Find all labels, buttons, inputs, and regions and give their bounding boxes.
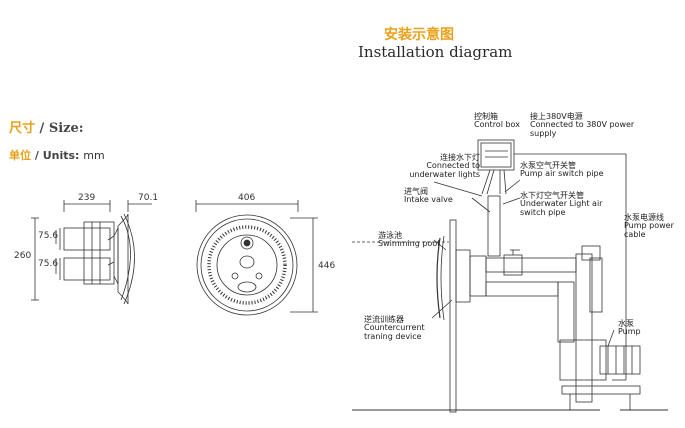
label-pump-air-switch-zh: 水泵空气开关管: [520, 161, 576, 170]
label-underwater-lights-en: Connected to underwater lights: [409, 161, 480, 179]
dim-446: 446: [318, 261, 336, 271]
label-intake-valve-en: Intake valve: [404, 195, 453, 205]
label-power-supply-zh: 接上380V电源: [530, 112, 583, 121]
label-power-supply-en: Connected to 380V power supply: [530, 120, 635, 138]
label-pump-power-cable: 水泵电源线 Pump power cable: [624, 213, 674, 239]
size-heading: 尺寸 / Size:: [9, 122, 84, 136]
label-pump-en: Pump: [618, 327, 641, 337]
units-heading: 单位 / Units: mm: [9, 150, 105, 162]
label-swimming-pool: 游泳池 Swimming pool: [378, 231, 440, 249]
front-view-drawing: [195, 200, 318, 316]
installation-drawing: [352, 139, 668, 413]
dim-260: 260: [14, 251, 32, 261]
label-pump-air-switch-en: Pump air switch pipe: [520, 169, 604, 179]
label-pump-power-cable-en: Pump power cable: [624, 221, 674, 239]
label-underwater-lights-zh: 连接水下灯: [440, 153, 480, 162]
units-label-en: / Units:: [34, 149, 80, 162]
label-intake-valve: 进气阀 Intake valve: [404, 187, 453, 205]
label-pump-zh: 水泵: [618, 319, 634, 328]
label-pump-power-cable-zh: 水泵电源线: [624, 213, 664, 222]
label-pump: 水泵 Pump: [618, 319, 641, 337]
label-light-air-switch: 水下灯空气开关管 Underwater Light air switch pip…: [520, 191, 620, 217]
label-control-box-zh: 控制箱: [474, 112, 498, 121]
dim-406: 406: [238, 193, 256, 203]
label-control-box: 控制箱 Control box: [474, 112, 520, 130]
label-power-supply: 接上380V电源 Connected to 380V power supply: [530, 112, 640, 138]
label-light-air-switch-zh: 水下灯空气开关管: [520, 191, 584, 200]
label-pump-air-switch: 水泵空气开关管 Pump air switch pipe: [520, 161, 604, 179]
dim-pipe-lower: 75.6: [38, 259, 59, 269]
dim-70: 70.1: [138, 193, 159, 203]
size-label-zh: 尺寸: [9, 121, 36, 136]
dim-pipe-upper: 75.6: [38, 231, 59, 241]
label-control-box-en: Control box: [474, 120, 520, 130]
label-swimming-pool-zh: 游泳池: [378, 231, 402, 240]
dim-239: 239: [78, 193, 96, 203]
label-swimming-pool-en: Swimming pool: [378, 239, 440, 249]
units-value: mm: [83, 149, 105, 162]
diagram-title-en: Installation diagram: [358, 43, 513, 61]
diagram-title-zh: 安装示意图: [384, 27, 454, 43]
units-label-zh: 单位: [9, 149, 31, 162]
label-intake-valve-zh: 进气阀: [404, 187, 428, 196]
label-counter-device: 逆流训练器 Countercurrent traning device: [364, 315, 444, 341]
label-counter-device-zh: 逆流训练器: [364, 315, 404, 324]
label-light-air-switch-en: Underwater Light air switch pipe: [520, 199, 603, 217]
size-label-en: / Size:: [39, 121, 84, 136]
side-view-drawing: [31, 200, 152, 305]
label-counter-device-en: Countercurrent traning device: [364, 323, 425, 341]
label-underwater-lights: 连接水下灯 Connected to underwater lights: [380, 153, 480, 179]
